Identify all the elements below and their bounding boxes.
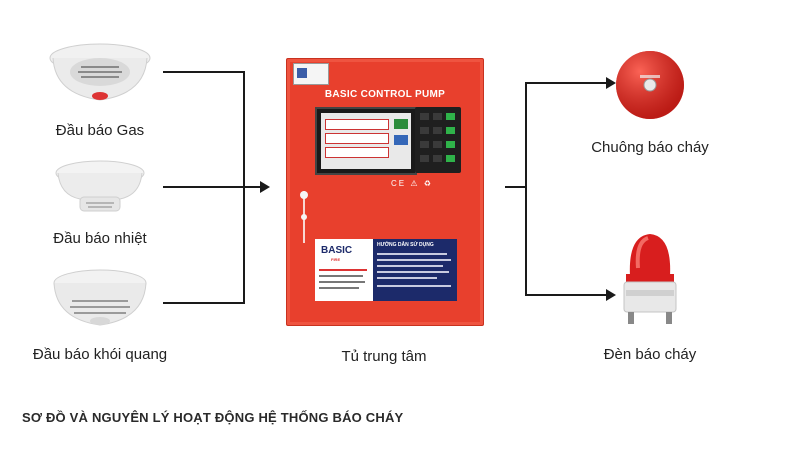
heat-detector-label: Đầu báo nhiệt <box>53 230 147 247</box>
strobe-light-label: Đèn báo cháy <box>603 346 697 363</box>
panel-keypad <box>415 107 461 173</box>
smoke-detector-icon <box>53 269 147 326</box>
cert-marks: CE ⚠ ♻ <box>391 179 433 188</box>
gas-detector-label: Đầu báo Gas <box>55 122 145 139</box>
smoke-detector-label: Đầu báo khói quang <box>32 346 168 363</box>
strobe-light-icon <box>623 234 677 324</box>
nameplate <box>293 63 329 85</box>
diagram-caption: SƠ ĐỒ VÀ NGUYÊN LÝ HOẠT ĐỘNG HỆ THỐNG BÁ… <box>22 410 404 425</box>
panel-screen <box>315 107 417 175</box>
panel-title: BASIC CONTROL PUMP <box>324 89 446 100</box>
arrow-to-light <box>606 289 616 301</box>
connector-bell <box>525 82 606 187</box>
key-switch-icon <box>300 191 308 243</box>
fire-bell-label: Chuông báo cháy <box>591 139 709 156</box>
brand-logo: BASIC <box>321 245 353 256</box>
gas-detector-icon <box>49 43 151 101</box>
heat-detector-icon <box>55 160 145 212</box>
arrow-to-panel <box>260 181 270 193</box>
connector-light <box>525 187 606 296</box>
fire-bell-icon <box>616 51 684 119</box>
connector-gas <box>163 71 245 187</box>
control-panel-label: Tủ trung tâm <box>341 348 427 365</box>
guide-title: HƯỚNG DẪN SỬ DỤNG <box>377 242 434 248</box>
instruction-card: BASIC FIRE HƯỚNG DẪN SỬ DỤNG <box>315 239 457 301</box>
connector-smoke <box>163 187 245 304</box>
control-panel: BASIC CONTROL PUMP CE ⚠ ♻ BASIC FIRE HƯỚ… <box>286 58 484 326</box>
brand-logo-sub: FIRE <box>331 257 341 262</box>
arrow-to-bell <box>606 77 616 89</box>
